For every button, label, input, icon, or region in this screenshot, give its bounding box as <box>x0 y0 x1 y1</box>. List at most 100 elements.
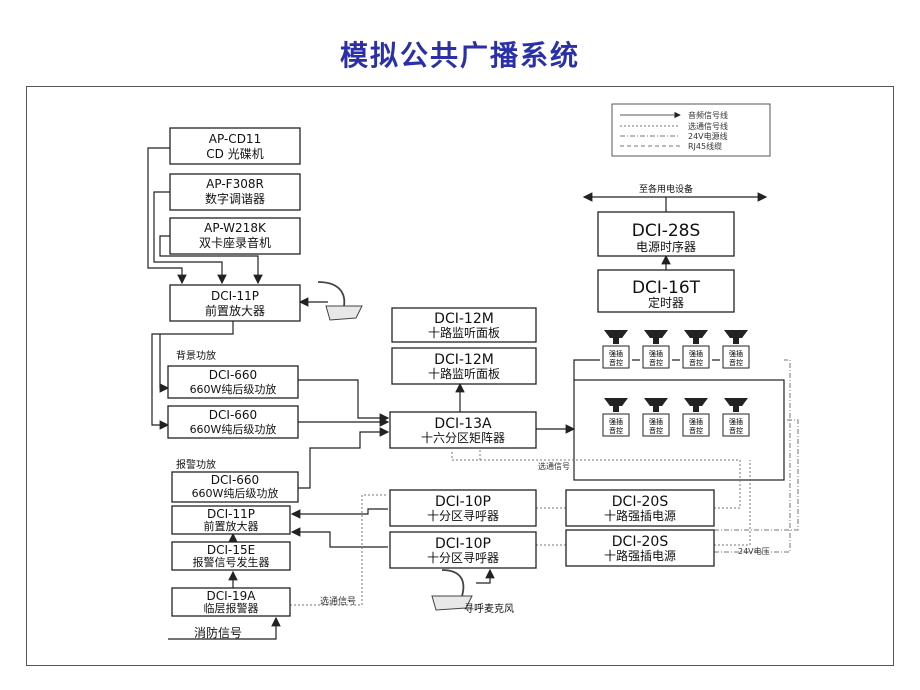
volume-control-box <box>602 345 630 369</box>
speaker-volume-label: 音控 <box>649 358 663 367</box>
svg-text:DCI-16T: DCI-16T <box>632 278 701 298</box>
diagram-frame <box>26 86 894 666</box>
device-dci-13a: DCI-13A 十六分区矩阵器 <box>389 411 537 449</box>
svg-text:报警信号发生器: 报警信号发生器 <box>193 555 270 569</box>
device-dci-12m-1: DCI-12M 十路监听面板 <box>391 307 537 343</box>
device-dci-19a: DCI-19A 临层报警器 <box>171 587 291 617</box>
legend-select: 选通信号线 <box>688 121 728 131</box>
select-signal-label: 选通信号 <box>538 461 570 471</box>
speaker-override-label: 强插 <box>729 349 743 358</box>
to-equipment-label: 至各用电设备 <box>639 183 693 195</box>
speaker-override-label: 强插 <box>689 417 703 426</box>
pager-mic-label: 寻呼麦克风 <box>464 603 514 615</box>
svg-text:定时器: 定时器 <box>648 295 684 310</box>
device-dci-16t: DCI-16T 定时器 <box>597 269 735 313</box>
speaker-icon <box>604 330 628 338</box>
legend-rj45: RJ45线缆 <box>688 141 722 151</box>
device-dci-15e: DCI-15E 报警信号发生器 <box>171 541 291 571</box>
speaker-override-label: 强插 <box>689 349 703 358</box>
page-title: 模拟公共广播系统 <box>339 39 580 72</box>
device-dci-10p-1: DCI-10P 十分区寻呼器 <box>389 489 537 527</box>
device-dci-11p-top: DCI-11P 前置放大器 <box>169 284 301 322</box>
svg-text:十路强插电源: 十路强插电源 <box>604 508 676 523</box>
svg-text:DCI-660: DCI-660 <box>209 368 257 382</box>
speaker-volume-label: 音控 <box>689 426 703 435</box>
svg-text:DCI-11P: DCI-11P <box>211 289 259 303</box>
svg-text:DCI-19A: DCI-19A <box>207 589 257 603</box>
volume-control-box <box>602 413 630 437</box>
speaker-icon <box>684 330 708 338</box>
alarm-amp-label: 报警功放 <box>176 458 216 471</box>
volume-control-box <box>642 345 670 369</box>
speaker-volume-label: 音控 <box>649 426 663 435</box>
svg-text:AP-W218K: AP-W218K <box>204 221 267 235</box>
svg-text:660W纯后级功放: 660W纯后级功放 <box>190 422 277 436</box>
svg-text:DCI-10P: DCI-10P <box>435 494 491 510</box>
device-dci-12m-2: DCI-12M 十路监听面板 <box>391 347 537 385</box>
volume-control-box <box>722 345 750 369</box>
svg-text:DCI-10P: DCI-10P <box>435 536 491 552</box>
svg-text:AP-CD11: AP-CD11 <box>209 132 261 146</box>
svg-text:十路监听面板: 十路监听面板 <box>428 325 500 340</box>
device-dci-20s-2: DCI-20S 十路强插电源 <box>565 529 715 567</box>
speaker-override-label: 强插 <box>729 417 743 426</box>
svg-text:十路监听面板: 十路监听面板 <box>428 366 500 381</box>
svg-text:AP-F308R: AP-F308R <box>206 177 264 191</box>
device-ap-cd11: AP-CD11 CD 光碟机 <box>169 127 301 165</box>
volume-control-box <box>682 413 710 437</box>
svg-text:DCI-660: DCI-660 <box>209 408 257 422</box>
speaker-icon <box>644 330 668 338</box>
pager-microphone-icon: 寻呼麦克风 <box>431 569 514 615</box>
device-dci-11p-bottom: DCI-11P 前置放大器 <box>171 505 291 535</box>
volume-control-box <box>722 413 750 437</box>
device-ap-f308r: AP-F308R 数字调谐器 <box>169 173 301 211</box>
volume-control-box <box>682 345 710 369</box>
device-dci-28s: DCI-28S 电源时序器 <box>597 211 735 257</box>
device-dci-660-1: DCI-660 660W纯后级功放 <box>167 365 299 399</box>
svg-text:DCI-660: DCI-660 <box>211 473 259 487</box>
speaker-icon <box>724 398 748 406</box>
svg-text:电源时序器: 电源时序器 <box>636 239 696 254</box>
speaker-override-label: 强插 <box>649 417 663 426</box>
speaker-override-label: 强插 <box>609 349 623 358</box>
legend: 音频信号线 选通信号线 24V电源线 RJ45线缆 <box>611 103 771 157</box>
svg-text:CD 光碟机: CD 光碟机 <box>206 147 263 161</box>
svg-text:DCI-11P: DCI-11P <box>207 507 255 521</box>
svg-text:DCI-15E: DCI-15E <box>207 543 255 557</box>
volume-control-box <box>642 413 670 437</box>
svg-text:660W纯后级功放: 660W纯后级功放 <box>190 382 277 396</box>
svg-text:DCI-13A: DCI-13A <box>434 416 492 432</box>
svg-text:十路强插电源: 十路强插电源 <box>604 548 676 563</box>
svg-text:数字调谐器: 数字调谐器 <box>205 191 265 206</box>
svg-text:DCI-12M: DCI-12M <box>434 352 494 368</box>
svg-text:十分区寻呼器: 十分区寻呼器 <box>427 551 499 565</box>
svg-text:临层报警器: 临层报警器 <box>204 601 259 615</box>
device-ap-w218k: AP-W218K 双卡座录音机 <box>169 217 301 255</box>
speaker-icon <box>644 398 668 406</box>
svg-text:DCI-20S: DCI-20S <box>612 494 669 510</box>
device-dci-10p-2: DCI-10P 十分区寻呼器 <box>389 531 537 569</box>
device-dci-660-2: DCI-660 660W纯后级功放 <box>167 405 299 439</box>
legend-24v: 24V电源线 <box>688 131 728 141</box>
speaker-icon <box>604 398 628 406</box>
svg-text:DCI-12M: DCI-12M <box>434 311 494 327</box>
speaker-volume-label: 音控 <box>609 426 623 435</box>
device-dci-660-3: DCI-660 660W纯后级功放 <box>171 471 299 503</box>
speaker-override-label: 强插 <box>609 417 623 426</box>
speaker-override-label: 强插 <box>649 349 663 358</box>
bg-amp-label: 背景功放 <box>176 349 216 362</box>
speaker-icon <box>684 398 708 406</box>
svg-text:双卡座录音机: 双卡座录音机 <box>199 235 271 250</box>
microphone-icon <box>317 281 363 321</box>
svg-text:前置放大器: 前置放大器 <box>204 519 259 533</box>
svg-text:十六分区矩阵器: 十六分区矩阵器 <box>421 431 505 445</box>
speaker-volume-label: 音控 <box>729 358 743 367</box>
